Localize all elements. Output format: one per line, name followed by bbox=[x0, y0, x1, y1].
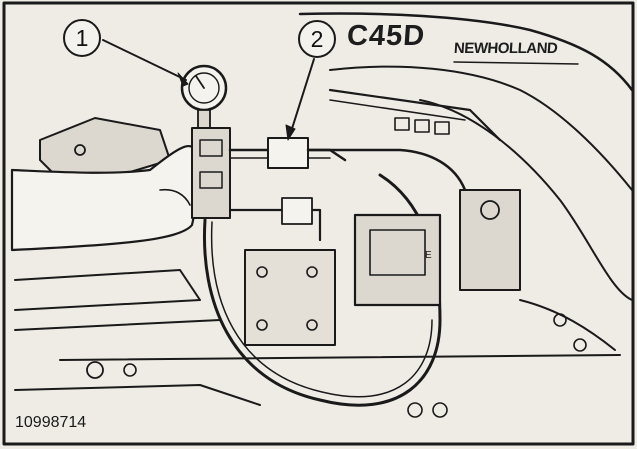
gauge-stem bbox=[197, 109, 211, 129]
callout-2-leader bbox=[289, 58, 315, 136]
plate-bolt-1 bbox=[256, 266, 268, 278]
lower-bolt-2 bbox=[123, 363, 137, 377]
lower-frame-rail bbox=[14, 269, 201, 311]
plate-bolt-2 bbox=[306, 266, 318, 278]
governor-housing bbox=[459, 189, 521, 291]
callout-2-label: 2 bbox=[310, 25, 324, 52]
gauge-needle bbox=[195, 75, 205, 89]
lower-engine-line bbox=[59, 354, 621, 361]
injector-nut-3 bbox=[434, 121, 450, 135]
brand-label: NEWHOLLAND bbox=[453, 40, 558, 57]
injector-nut-2 bbox=[414, 119, 430, 133]
injector-line-1 bbox=[328, 88, 502, 142]
callout-1: 1 bbox=[63, 19, 101, 57]
injector-nut-1 bbox=[394, 117, 410, 131]
callout-1-label: 1 bbox=[75, 24, 89, 51]
lower-bolt-1 bbox=[86, 361, 104, 379]
hydraulic-line-2 bbox=[228, 208, 322, 242]
governor-cap bbox=[480, 200, 500, 220]
fitting-right-1 bbox=[553, 313, 567, 327]
manifold-port-1 bbox=[199, 139, 223, 157]
callout-1-arrowhead bbox=[177, 72, 189, 87]
hood-lower-edge bbox=[419, 99, 633, 301]
callout-1-leader bbox=[102, 39, 187, 81]
lower-bolt-3 bbox=[407, 402, 423, 418]
engine-plate bbox=[244, 249, 336, 346]
model-label: C45D bbox=[345, 20, 427, 52]
test-manifold bbox=[191, 127, 231, 219]
gauge-dial bbox=[188, 72, 220, 104]
injector-line-2 bbox=[329, 99, 466, 121]
callout-2-arrowhead bbox=[285, 124, 296, 141]
manifold-port-2 bbox=[199, 171, 223, 189]
pump-mark: E bbox=[425, 250, 432, 261]
hood-outline bbox=[298, 12, 634, 92]
finger-line bbox=[159, 188, 191, 206]
fitting-right-2 bbox=[573, 338, 587, 352]
figure-number: 10998714 bbox=[15, 414, 87, 431]
coupler bbox=[281, 197, 313, 225]
bracket-bolt bbox=[74, 144, 86, 156]
return-line bbox=[519, 299, 616, 351]
lower-hose bbox=[14, 384, 261, 406]
fuel-line bbox=[306, 148, 467, 192]
callout-2: 2 bbox=[298, 20, 336, 58]
hose-fitting bbox=[267, 137, 309, 169]
frame-rail-2 bbox=[14, 319, 221, 331]
brand-underline bbox=[453, 61, 579, 65]
left-bracket bbox=[39, 117, 171, 181]
hood-inner-edge bbox=[329, 65, 633, 191]
test-hose-edge bbox=[210, 221, 433, 398]
pump-cover bbox=[369, 229, 426, 276]
plate-bolt-3 bbox=[256, 319, 268, 331]
lower-bolt-4 bbox=[432, 402, 448, 418]
plate-bolt-4 bbox=[306, 319, 318, 331]
